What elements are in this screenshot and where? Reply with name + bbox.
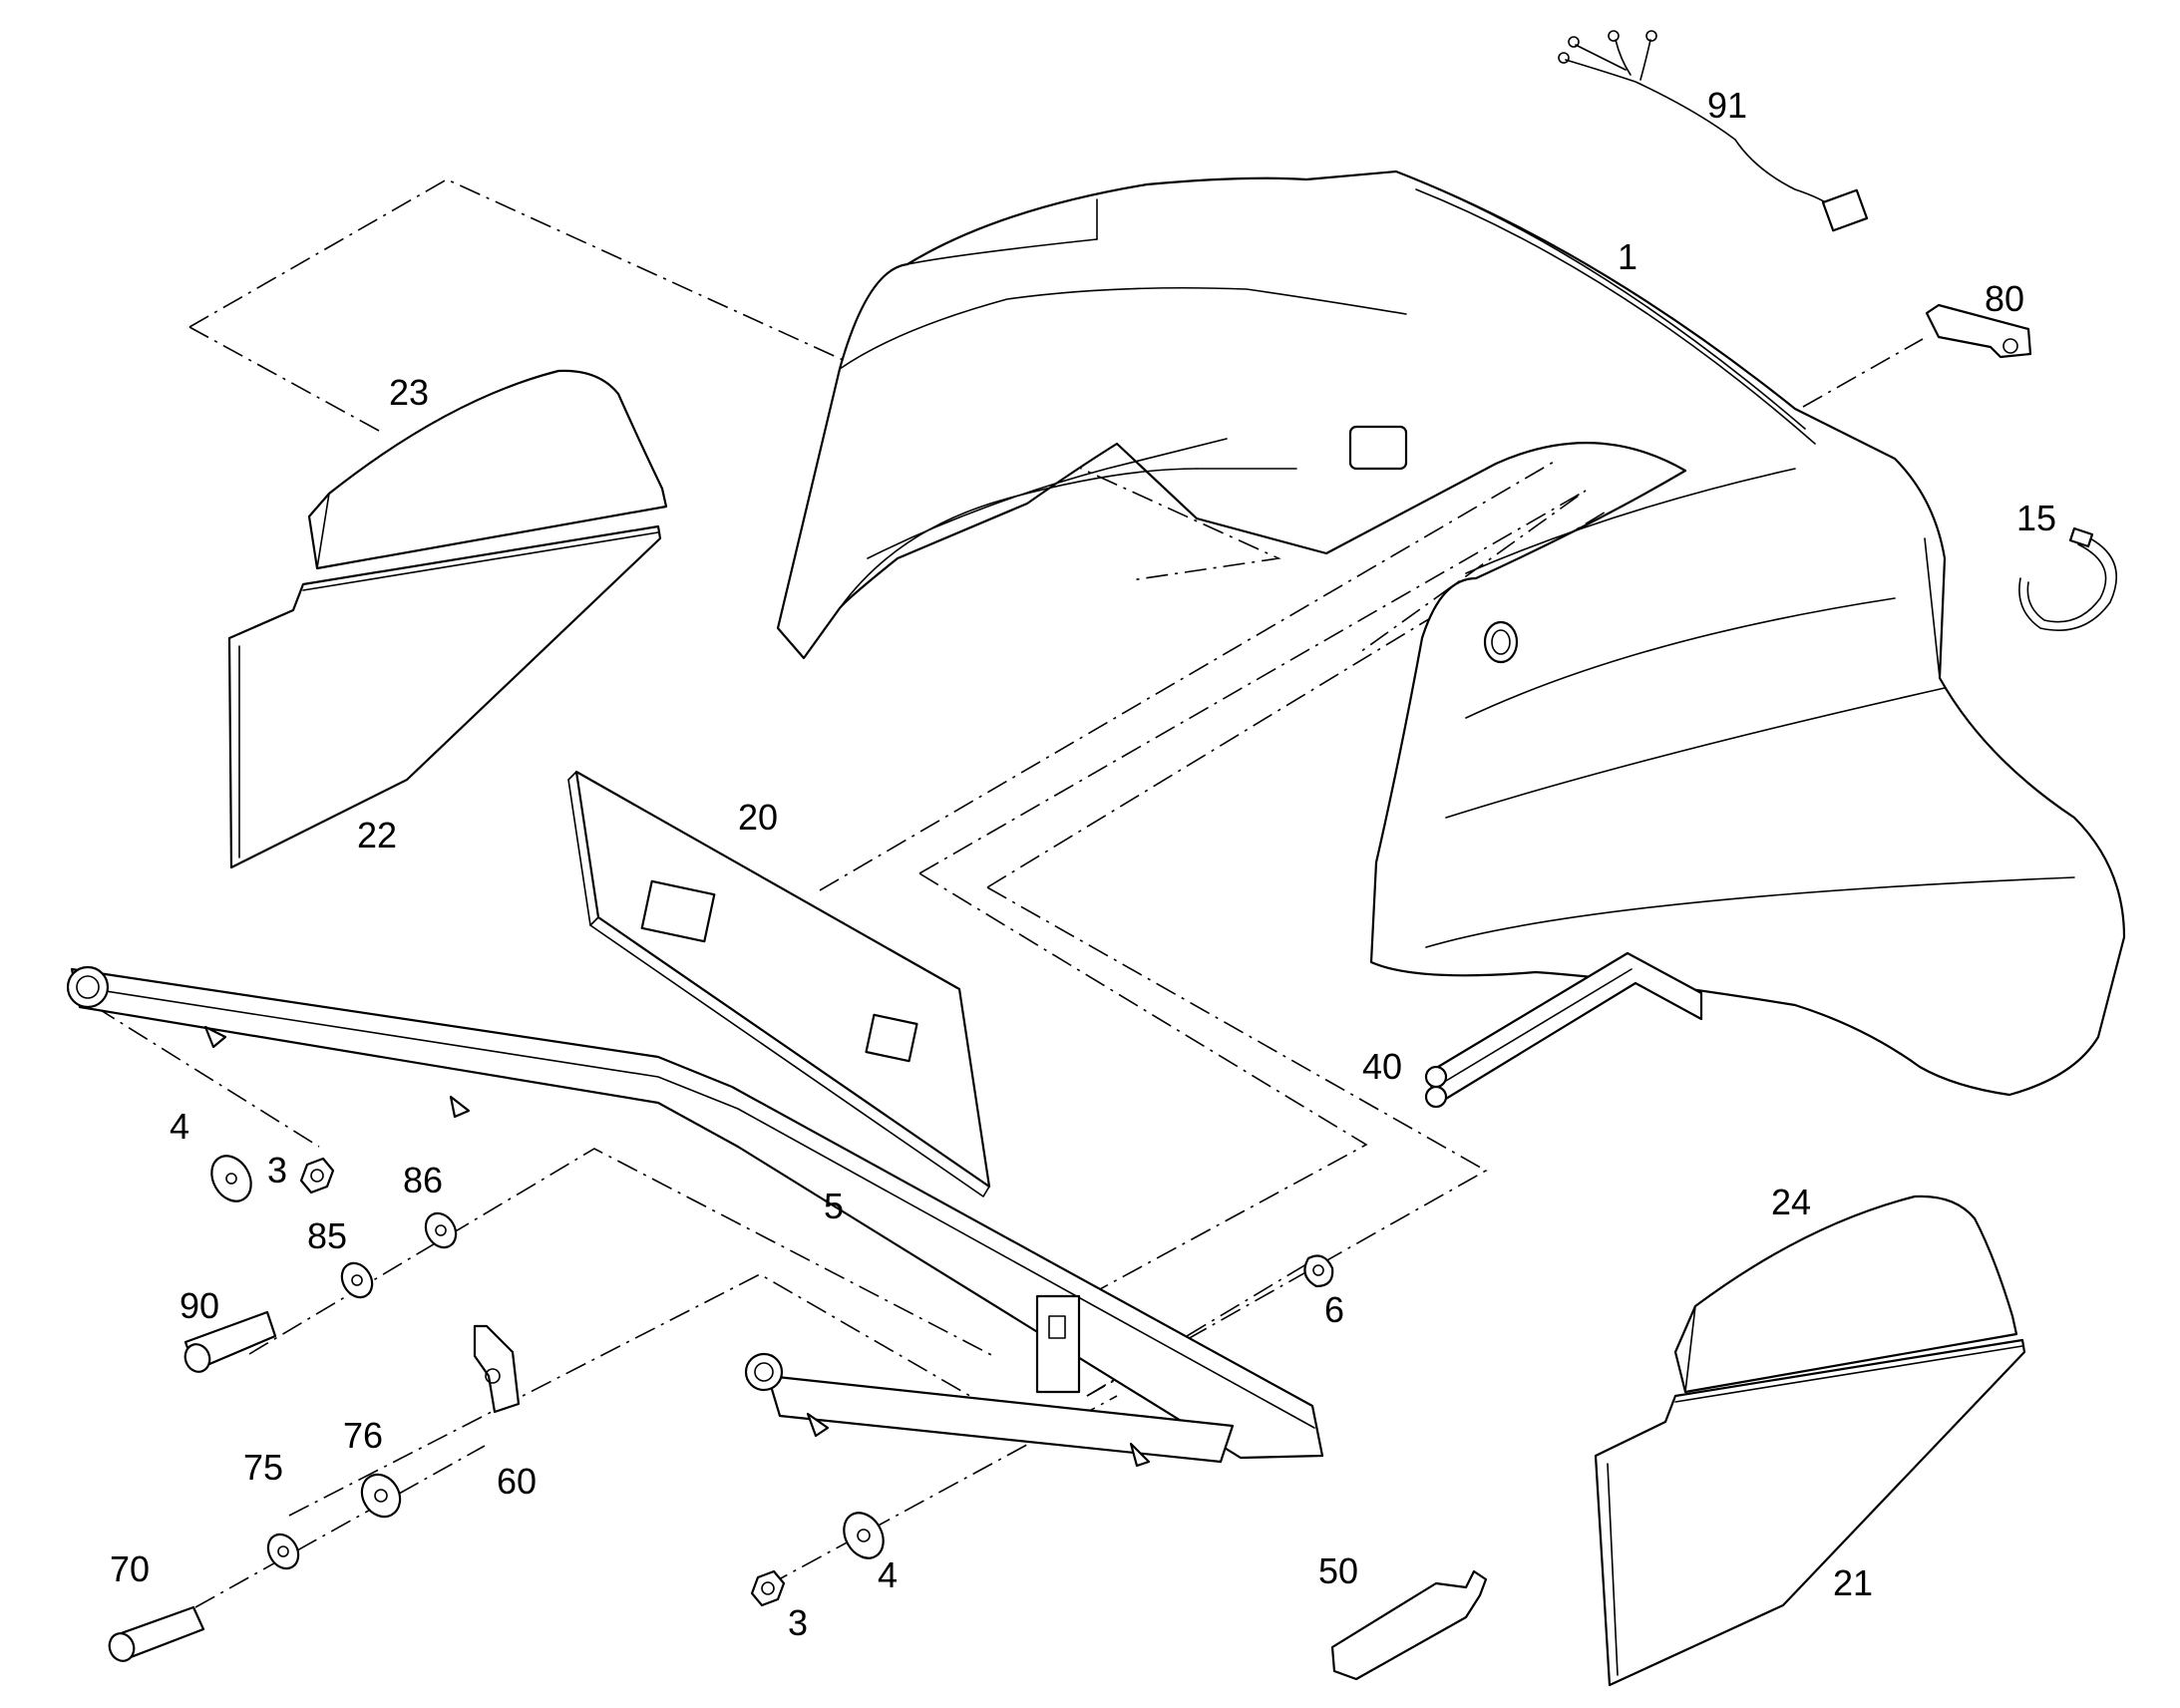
callout-3-upper: 3	[267, 1150, 287, 1191]
seal-strip	[1424, 951, 1703, 1109]
callout-3-lower: 3	[788, 1602, 808, 1643]
callout-23: 23	[389, 372, 429, 413]
callout-86: 86	[403, 1160, 443, 1200]
callout-75: 75	[243, 1447, 283, 1488]
callout-20: 20	[738, 797, 778, 838]
callout-15: 15	[2016, 498, 2056, 538]
wiring-harness	[1558, 30, 1869, 232]
callout-85: 85	[307, 1215, 347, 1256]
callout-90: 90	[180, 1285, 219, 1326]
callout-4-lower: 4	[878, 1554, 898, 1595]
callout-1: 1	[1618, 236, 1637, 277]
callout-labels: 1 91 80 15 23 22 20 40 4 3 86 85 90 5 6 …	[110, 85, 2056, 1643]
hose-clamp	[2018, 526, 2118, 631]
callout-70: 70	[110, 1548, 150, 1589]
side-panel-right	[1594, 1338, 2026, 1687]
support-rail	[66, 965, 1324, 1468]
callout-60: 60	[497, 1461, 537, 1502]
callout-80: 80	[1985, 278, 2024, 319]
side-cover-top-right	[1673, 1195, 2018, 1394]
inner-panel	[567, 770, 991, 1197]
side-cover-top-left	[307, 369, 668, 570]
callout-24: 24	[1771, 1182, 1811, 1222]
callout-40: 40	[1362, 1046, 1402, 1087]
latch-handle	[1925, 303, 2032, 359]
hardware	[108, 1155, 1488, 1681]
callout-5: 5	[824, 1186, 844, 1226]
callout-22: 22	[357, 815, 397, 855]
callout-91: 91	[1707, 85, 1747, 126]
callout-50: 50	[1318, 1550, 1358, 1591]
rear-shroud-housing	[776, 170, 2126, 1097]
callout-4-upper: 4	[170, 1106, 189, 1147]
side-panel-left	[227, 524, 662, 869]
callout-76: 76	[343, 1415, 383, 1456]
callout-6: 6	[1324, 1289, 1344, 1330]
callout-21: 21	[1833, 1562, 1873, 1603]
